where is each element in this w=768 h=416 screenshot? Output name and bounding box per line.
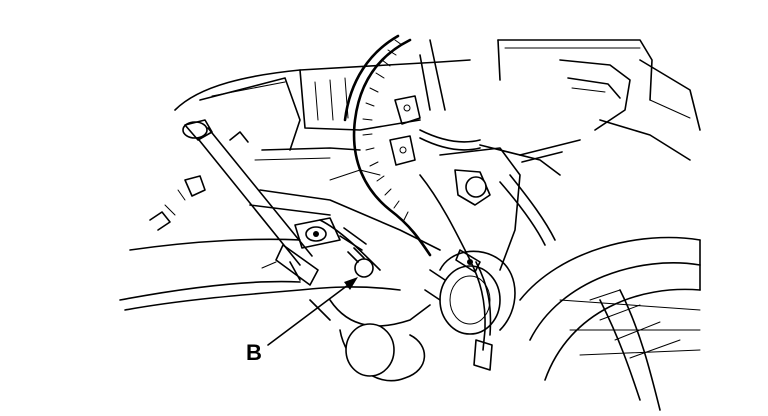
lower-arm — [119, 169, 441, 382]
brake-hose — [479, 139, 581, 246]
stabilizer-link — [182, 119, 319, 286]
callout-label-b: B — [246, 340, 262, 365]
sensor-lead — [419, 174, 493, 371]
strut-tower — [419, 39, 701, 161]
mounting-bolt — [294, 217, 374, 278]
frame-panel-upper — [174, 59, 471, 161]
wire-harness — [343, 34, 481, 257]
brake-disc — [519, 236, 701, 411]
callout-leader — [267, 277, 358, 346]
bracket-left — [149, 131, 249, 231]
knuckle — [424, 147, 521, 335]
